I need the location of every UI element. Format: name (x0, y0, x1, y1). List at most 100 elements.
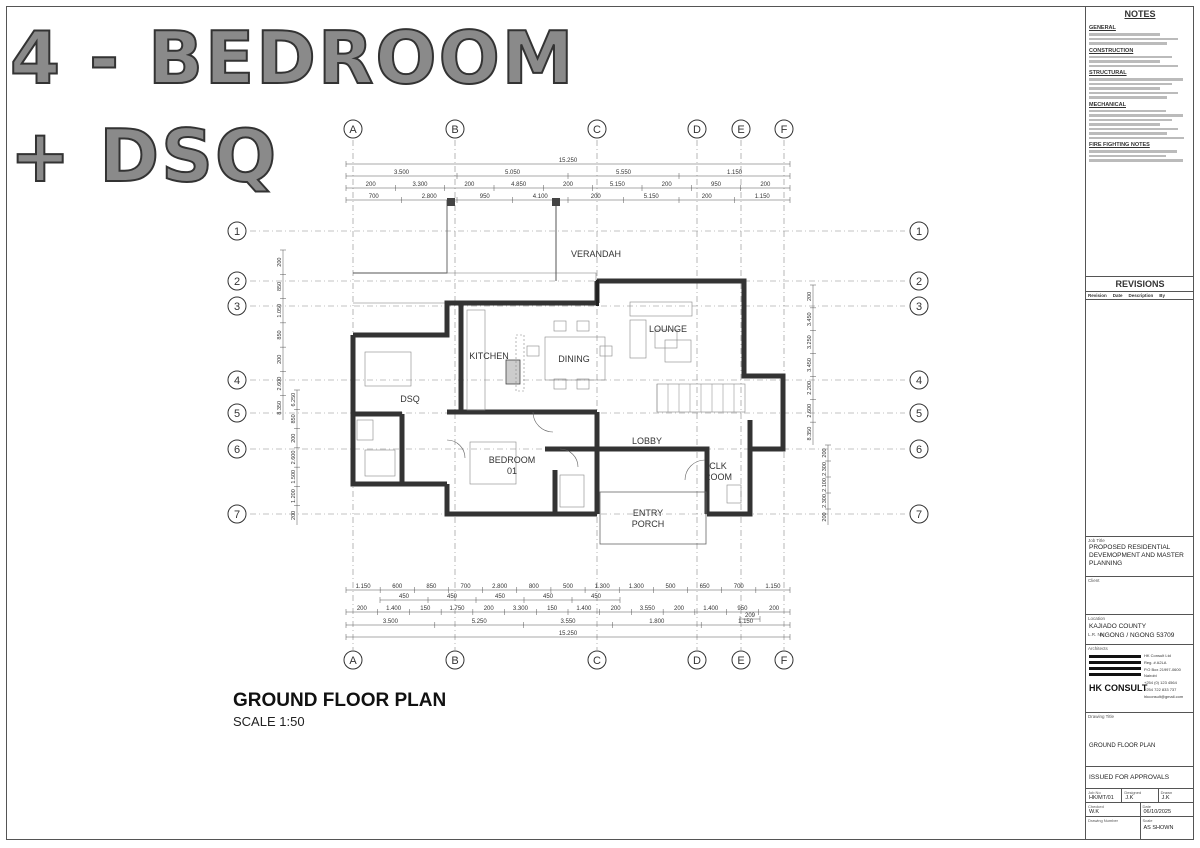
drawing-number-label: Drawing Number (1088, 818, 1119, 823)
room-label-dsq: DSQ (400, 394, 420, 404)
grid-bubble-row (227, 296, 247, 316)
grid-bubble-column (343, 119, 363, 139)
dimension-bottom-row1-label: 850 (426, 584, 437, 590)
dimension-top-row4-label: 700 (369, 194, 380, 200)
grid-bubble-column (731, 119, 751, 139)
firm-info-line: +254 722 833 737 (1144, 686, 1177, 692)
dining-chair (526, 345, 540, 357)
grid-label-column: A (349, 655, 357, 667)
column-post (447, 198, 455, 206)
coffee-table (654, 329, 678, 349)
grid-label-row: 1 (916, 226, 922, 238)
note-text-line (1089, 132, 1167, 135)
grid-label-row: 4 (916, 375, 922, 387)
dsq-toilet (356, 419, 374, 441)
grid-label-row: 5 (234, 408, 240, 420)
drawn: J.K (1161, 795, 1170, 801)
revision-column-header: By (1159, 293, 1166, 298)
grid-bubble-row (909, 504, 929, 524)
dimension-right-a-label: 2.600 (807, 404, 813, 418)
room-label-bedroom-number: 01 (507, 466, 517, 476)
dimension-bottom-row1b-label: 450 (495, 594, 506, 600)
wall (597, 446, 710, 514)
dimension-left-b-label: 1.500 (291, 470, 297, 484)
note-category: CONSTRUCTION (1089, 47, 1134, 54)
column-post (552, 198, 560, 206)
note-category: GENERAL (1089, 25, 1116, 31)
dimension-top-row4-label: 200 (702, 194, 713, 200)
grid-label-row: 4 (234, 375, 240, 387)
room-label-verandah: VERANDAH (571, 249, 621, 259)
grid-bubble-column (445, 650, 465, 670)
grid-label-row: 6 (234, 444, 240, 456)
dimension-bottom-row1b-label: 450 (591, 594, 602, 600)
grid-label-row: 7 (916, 509, 922, 521)
dimension-right-b-label: 200 (822, 448, 828, 457)
note-text-line (1089, 87, 1161, 90)
dimension-bottom-row1-label: 1.150 (765, 584, 781, 590)
status-section: ISSUED FOR APPROVALS (1086, 766, 1194, 788)
note-text-line (1089, 150, 1177, 153)
dimension-bottom-row2-label: 3.300 (513, 606, 529, 612)
grid-bubble-column (774, 650, 794, 670)
dining-chair (576, 320, 590, 332)
grid-label-column: F (781, 124, 788, 136)
dimension-left-b-label: 1.200 (291, 489, 297, 503)
grid-bubble-row (909, 221, 929, 241)
dimension-left-b-label: 200 (291, 434, 297, 443)
dimension-top-row3-label: 200 (662, 182, 673, 188)
room-label-entry: ENTRY (633, 508, 663, 518)
note-text-line (1089, 78, 1183, 81)
dimension-top-row4-label: 5.150 (644, 194, 660, 200)
job-title-section: Job Title PROPOSED RESIDENTIAL DEVEMOPME… (1086, 536, 1194, 576)
project-title-line2: + DSQ (9, 114, 279, 198)
dining-chair (599, 345, 613, 357)
note-text-line (1089, 64, 1178, 67)
note-text-line (1089, 33, 1161, 36)
lounge-sofa (629, 301, 693, 317)
dimension-top-row3-label: 3.300 (412, 182, 428, 188)
grid-label-row: 2 (234, 276, 240, 288)
kitchen-island (515, 334, 525, 392)
dimension-bottom-row1-label: 700 (734, 584, 745, 590)
grid-label-column: B (451, 124, 458, 136)
dimension-right-a-label: 3.450 (807, 358, 813, 372)
dimension-right-a-label: 3.450 (807, 312, 813, 326)
firm-info-line: HK Consult Ltd (1144, 653, 1171, 658)
grid-bubble-column (774, 119, 794, 139)
grid-bubble-column (587, 650, 607, 670)
door-swing (446, 439, 466, 459)
note-text-line (1089, 96, 1167, 99)
dimension-left-b-label: 6.250 (291, 393, 297, 407)
dimension-bottom-row1b-label: 450 (399, 594, 410, 600)
dimension-bottom-row1b-label: 450 (543, 594, 554, 600)
room-label-clk: CLK (709, 461, 727, 471)
dimension-top-row3-label: 200 (464, 182, 475, 188)
drawing-number-cell: Drawing Number (1086, 817, 1141, 840)
note-text-line (1089, 159, 1183, 162)
grid-bubble-row (909, 403, 929, 423)
dimension-top-row4-label: 4.100 (533, 194, 549, 200)
dimension-bottom-row3-label: 1.150 (738, 619, 754, 625)
grid-label-column: C (593, 124, 601, 136)
dimension-bottom-row1-label: 1.300 (595, 584, 611, 590)
drawing-title-section: Drawing Title GROUND FLOOR PLAN (1086, 712, 1194, 766)
dimension-top-row4-label: 200 (591, 194, 602, 200)
kitchen-stove (505, 359, 521, 385)
location-line2: NGONG / NGONG 53709 (1100, 632, 1175, 639)
revision-column-header: Date (1112, 293, 1123, 298)
dimension-top-row3-label: 200 (366, 182, 377, 188)
architects-label: Architects (1088, 646, 1108, 651)
dimension-left-a-label: 8.350 (277, 401, 283, 415)
wall (353, 300, 597, 338)
sheet-border (6, 6, 1194, 840)
ensuite-fixtures (559, 474, 585, 508)
note-text-line (1089, 136, 1184, 139)
lounge-armchair (664, 339, 692, 363)
checked-label: Checked (1088, 804, 1104, 809)
